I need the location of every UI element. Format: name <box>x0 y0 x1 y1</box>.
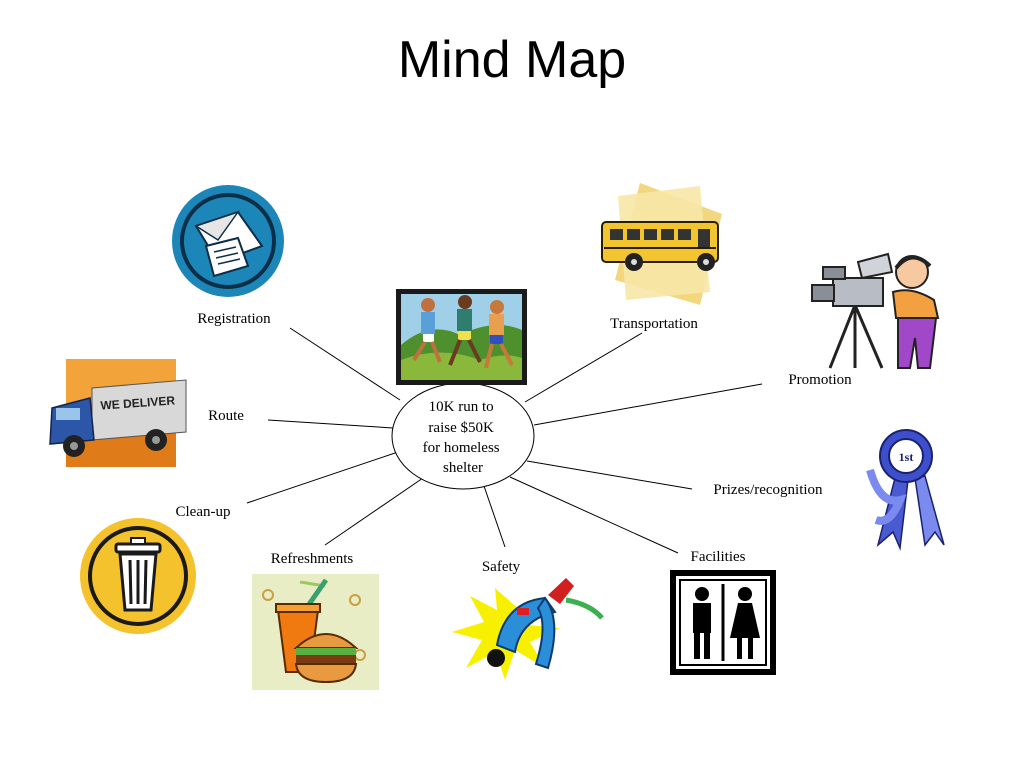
label-promotion: Promotion <box>788 372 852 388</box>
center-line-3: for homeless <box>423 440 500 456</box>
registration-icon <box>172 185 284 297</box>
center-line-2: raise $50K <box>428 420 494 436</box>
center-node: 10K run to raise $50K for homeless shelt… <box>391 382 535 490</box>
label-prizes: Prizes/recognition <box>713 482 823 498</box>
connector-facilities <box>509 476 679 554</box>
label-transportation: Transportation <box>610 316 698 332</box>
connector-promotion <box>533 383 763 426</box>
connector-transportation <box>524 332 643 403</box>
ribbon-icon: 1st <box>866 429 945 551</box>
connector-cleanup <box>246 451 399 504</box>
ribbon-text: 1st <box>899 450 914 464</box>
connector-safety <box>483 485 506 548</box>
refreshments-icon <box>252 574 379 690</box>
trash-can-icon <box>80 518 196 634</box>
camera-operator-icon <box>811 252 940 369</box>
label-route: Route <box>208 408 244 424</box>
connector-refreshments <box>324 477 424 546</box>
center-line-4: shelter <box>443 460 483 476</box>
label-registration: Registration <box>197 311 271 327</box>
connector-prizes <box>526 460 693 490</box>
label-safety: Safety <box>482 559 521 575</box>
page-title: Mind Map <box>397 31 627 89</box>
label-facilities: Facilities <box>691 549 746 565</box>
school-bus-icon <box>601 183 722 305</box>
connector-route <box>267 419 394 429</box>
connector-registration <box>289 327 401 401</box>
label-refreshments: Refreshments <box>271 551 354 567</box>
runners-icon <box>396 289 527 385</box>
safety-icon <box>452 578 604 680</box>
restroom-icon <box>670 570 776 675</box>
delivery-truck-icon: WE DELIVER <box>49 359 187 467</box>
center-line-1: 10K run to <box>429 399 494 415</box>
connectors <box>246 327 763 554</box>
label-cleanup: Clean-up <box>176 504 231 520</box>
truck-text: WE DELIVER <box>100 393 176 412</box>
center-text: 10K run to raise $50K for homeless shelt… <box>423 399 504 476</box>
